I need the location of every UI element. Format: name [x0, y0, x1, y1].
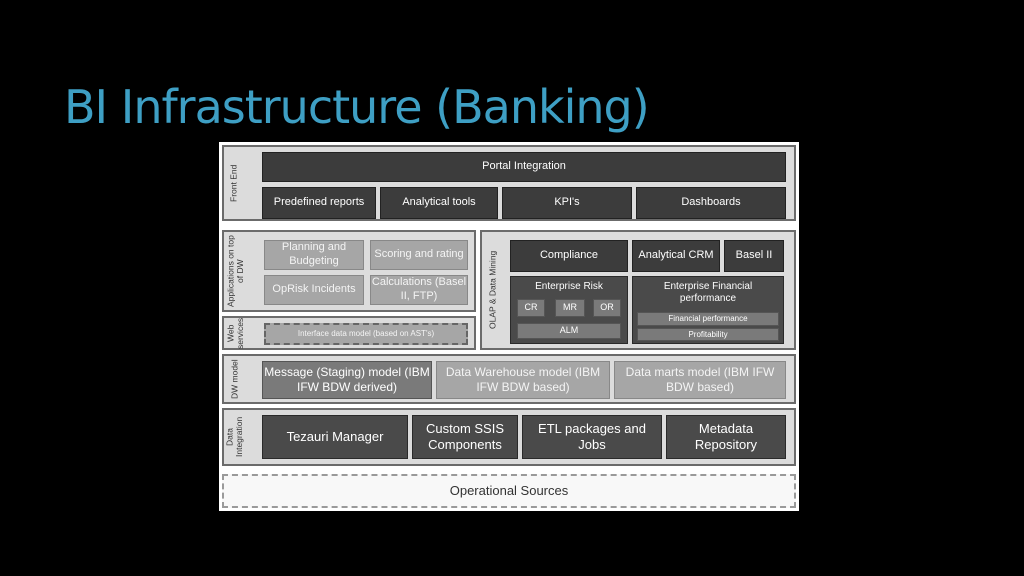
operational-sources-box: Operational Sources [222, 474, 796, 508]
data-integration-section: Data Integration Tezauri Manager Custom … [222, 408, 796, 466]
financial-performance-box: Financial performance [637, 312, 779, 326]
interface-data-model-box: Interface data model (based on AST's) [264, 323, 468, 345]
metadata-repository-box: Metadata Repository [666, 415, 786, 459]
data-integration-label: Data Integration [224, 416, 244, 458]
predefined-reports-box: Predefined reports [262, 187, 376, 219]
front-end-label: Front End [228, 164, 239, 202]
olap-section: OLAP & Data Mining Compliance Analytical… [480, 230, 796, 350]
staging-model-box: Message (Staging) model (IBM IFW BDW der… [262, 361, 432, 399]
cr-box: CR [517, 299, 545, 317]
data-marts-model-box: Data marts model (IBM IFW BDW based) [614, 361, 786, 399]
enterprise-financial-label: Enterprise Financial performance [663, 280, 753, 305]
analytical-tools-box: Analytical tools [380, 187, 498, 219]
web-services-label: Web services [225, 317, 245, 349]
enterprise-financial-group: Enterprise Financial performance Financi… [632, 276, 784, 344]
enterprise-risk-label: Enterprise Risk [535, 280, 603, 292]
compliance-box: Compliance [510, 240, 628, 272]
applications-label: Applications on top of DW [225, 235, 245, 307]
custom-ssis-box: Custom SSIS Components [412, 415, 518, 459]
data-warehouse-model-box: Data Warehouse model (IBM IFW BDW based) [436, 361, 610, 399]
tezauri-manager-box: Tezauri Manager [262, 415, 408, 459]
scoring-rating-box: Scoring and rating [370, 240, 468, 270]
etl-packages-box: ETL packages and Jobs [522, 415, 662, 459]
applications-section: Applications on top of DW Planning and B… [222, 230, 476, 312]
alm-box: ALM [517, 323, 621, 339]
kpis-box: KPI's [502, 187, 632, 219]
portal-integration-box: Portal Integration [262, 152, 786, 182]
planning-budgeting-box: Planning and Budgeting [264, 240, 364, 270]
or-box: OR [593, 299, 621, 317]
oprisk-incidents-box: OpRisk Incidents [264, 275, 364, 305]
web-services-section: Web services Interface data model (based… [222, 316, 476, 350]
dashboards-box: Dashboards [636, 187, 786, 219]
olap-label: OLAP & Data Mining [487, 250, 498, 330]
bi-architecture-diagram: Front End Portal Integration Predefined … [219, 142, 799, 511]
front-end-section: Front End Portal Integration Predefined … [222, 145, 796, 221]
calculations-box: Calculations (Basel II, FTP) [370, 275, 468, 305]
profitability-box: Profitability [637, 328, 779, 341]
enterprise-risk-group: Enterprise Risk CR MR OR ALM [510, 276, 628, 344]
dw-model-label: DW model [229, 359, 240, 399]
basel-ii-box: Basel II [724, 240, 784, 272]
mr-box: MR [555, 299, 585, 317]
dw-model-section: DW model Message (Staging) model (IBM IF… [222, 354, 796, 404]
analytical-crm-box: Analytical CRM [632, 240, 720, 272]
slide-title: BI Infrastructure (Banking) [64, 80, 650, 134]
